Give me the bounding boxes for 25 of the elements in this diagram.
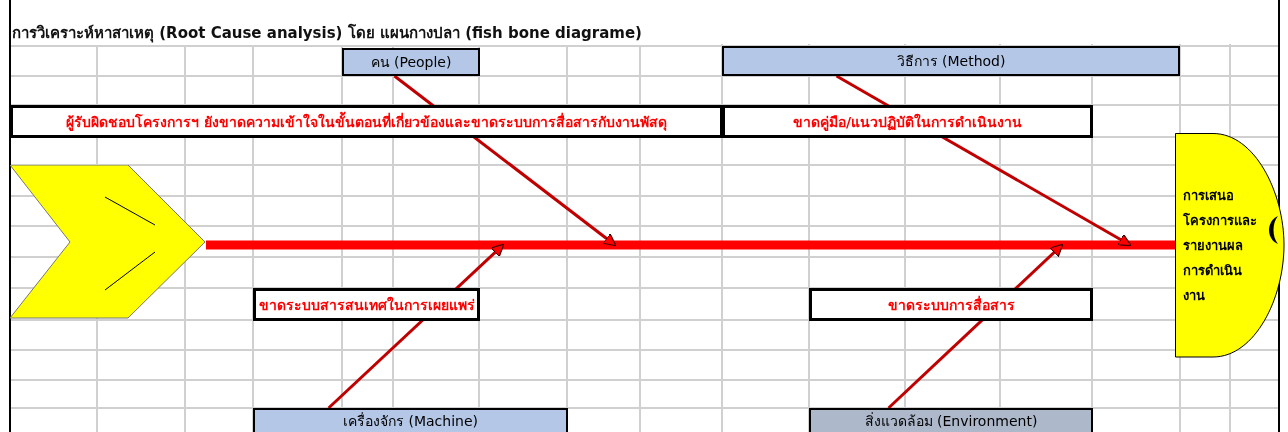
category-box	[342, 48, 480, 76]
cause-label: ขาดระบบการสื่อสาร	[887, 294, 1015, 315]
title: การวิเคราะห์หาสาเหตุ (Root Cause analysis) โดย แผนกางปลา (fish bone diagrame)	[12, 21, 642, 45]
category-label: วิธีการ (Method)	[896, 52, 1006, 71]
cause-label: ขาดระบบสารสนเทศในการเผยแพร่	[258, 295, 475, 315]
fish-head	[1175, 133, 1285, 358]
cause-box	[253, 288, 480, 321]
cause-label: ผู้รับผิดชอบโครงการฯ ยังขาดความเข้าใจในขั้นตอนที่เกี่ยวข้องและขาดระบบการสื่อสารกับงานพัสดุ	[66, 110, 667, 133]
category-label: เครื่องจักร (Machine)	[343, 411, 478, 431]
category-box	[253, 408, 568, 432]
arrow	[835, 74, 1132, 247]
arrow	[393, 74, 617, 247]
cause-box	[722, 105, 1093, 138]
arrow	[887, 243, 1064, 410]
category-box	[809, 408, 1093, 432]
cause-box	[10, 105, 723, 138]
cause-box	[809, 288, 1093, 321]
fish-tail	[10, 165, 206, 319]
category-box	[722, 46, 1180, 76]
arrow	[327, 243, 505, 410]
spine-line	[206, 240, 1175, 250]
head-label: การเสนอโครงการและรายงานผลการดำเนินงาน	[1183, 187, 1258, 305]
cause-label: ขาดคู่มือ/แนวปฏิบัติในการดำเนินงาน	[792, 112, 1023, 133]
category-label: คน (People)	[370, 53, 452, 72]
category-label: สิ่งแวดล้อม (Environment)	[864, 411, 1038, 431]
